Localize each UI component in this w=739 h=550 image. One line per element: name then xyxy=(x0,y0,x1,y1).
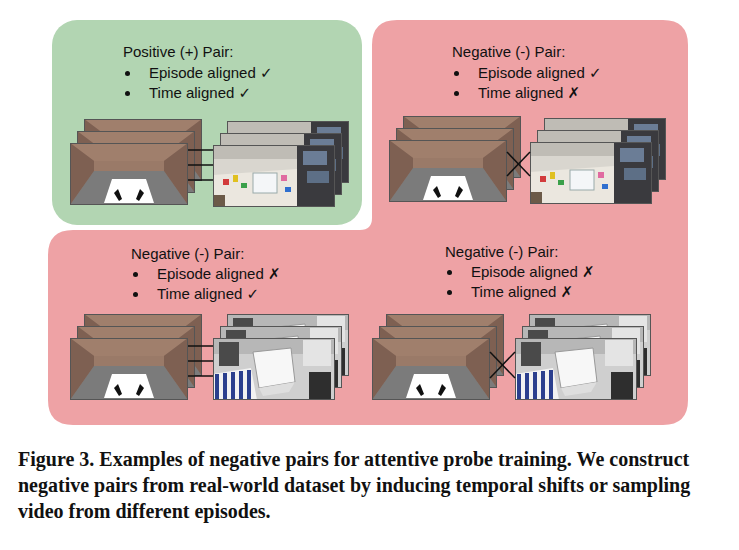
alignment-condition: Episode aligned ✓ xyxy=(149,64,273,82)
sim-frame-stack xyxy=(372,314,504,400)
bullet-dot xyxy=(125,91,130,96)
sim-frame-stack xyxy=(389,116,521,202)
real-frame-stack xyxy=(213,314,349,400)
bullet-dot xyxy=(447,290,452,295)
real-frame-stack xyxy=(213,121,349,207)
bullet-row: Episode aligned ✗ xyxy=(133,265,281,283)
pair-heading: Negative (-) Pair: xyxy=(445,243,558,261)
bullet-dot xyxy=(133,272,138,277)
bullet-dot xyxy=(454,71,459,76)
bullet-row: Time aligned ✗ xyxy=(447,283,573,301)
bullet-row: Time aligned ✓ xyxy=(133,285,259,303)
negative-pair-panel: Negative (-) Pair: Episode aligned ✓ Time … xyxy=(372,20,688,230)
alignment-condition: Time aligned ✗ xyxy=(478,84,580,102)
bullet-row: Episode aligned ✓ xyxy=(125,64,273,82)
bullet-dot xyxy=(447,270,452,275)
bullet-dot xyxy=(454,91,459,96)
alignment-condition: Episode aligned ✗ xyxy=(471,263,595,281)
pair-heading: Negative (-) Pair: xyxy=(131,245,244,263)
crossed-links xyxy=(490,352,515,378)
figure-caption: Figure 3. Examples of negative pairs for… xyxy=(18,446,723,524)
alignment-condition: Episode aligned ✗ xyxy=(157,265,281,283)
real-frame-stack xyxy=(530,118,666,204)
negative-pair-panel: Negative (-) Pair: Episode aligned ✗ Time … xyxy=(370,230,688,425)
bullet-row: Episode aligned ✗ xyxy=(447,263,595,281)
bullet-row: Time aligned ✓ xyxy=(125,84,251,102)
crossed-links xyxy=(507,152,530,176)
pair-heading: Negative (-) Pair: xyxy=(452,43,565,61)
positive-panel xyxy=(52,20,362,225)
bullet-row: Time aligned ✗ xyxy=(454,84,580,102)
alignment-condition: Time aligned ✓ xyxy=(149,84,251,102)
alignment-condition: Time aligned ✓ xyxy=(157,285,259,303)
real-frame-stack xyxy=(515,314,651,400)
positive-pair-panel: Positive (+) Pair: Episode aligned ✓ Time … xyxy=(52,20,362,225)
negative-panel xyxy=(48,20,688,425)
sim-frame-stack xyxy=(70,119,202,205)
aligned-links xyxy=(188,150,213,180)
bullet-dot xyxy=(125,71,130,76)
aligned-links xyxy=(188,346,213,376)
negative-pair-panel: Negative (-) Pair: Episode aligned ✗ Time … xyxy=(48,230,370,425)
pair-heading: Positive (+) Pair: xyxy=(123,43,233,61)
bullet-dot xyxy=(133,292,138,297)
alignment-condition: Episode aligned ✓ xyxy=(478,64,602,82)
alignment-condition: Time aligned ✗ xyxy=(471,283,573,301)
bullet-row: Episode aligned ✓ xyxy=(454,64,602,82)
sim-frame-stack xyxy=(70,314,202,400)
